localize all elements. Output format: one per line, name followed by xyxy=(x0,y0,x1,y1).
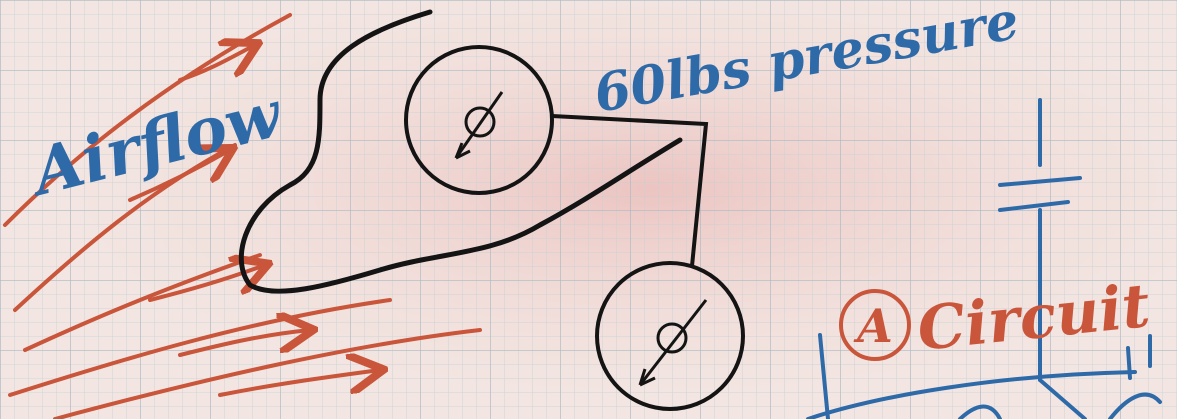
circuit-badge-letter: A xyxy=(853,299,893,353)
